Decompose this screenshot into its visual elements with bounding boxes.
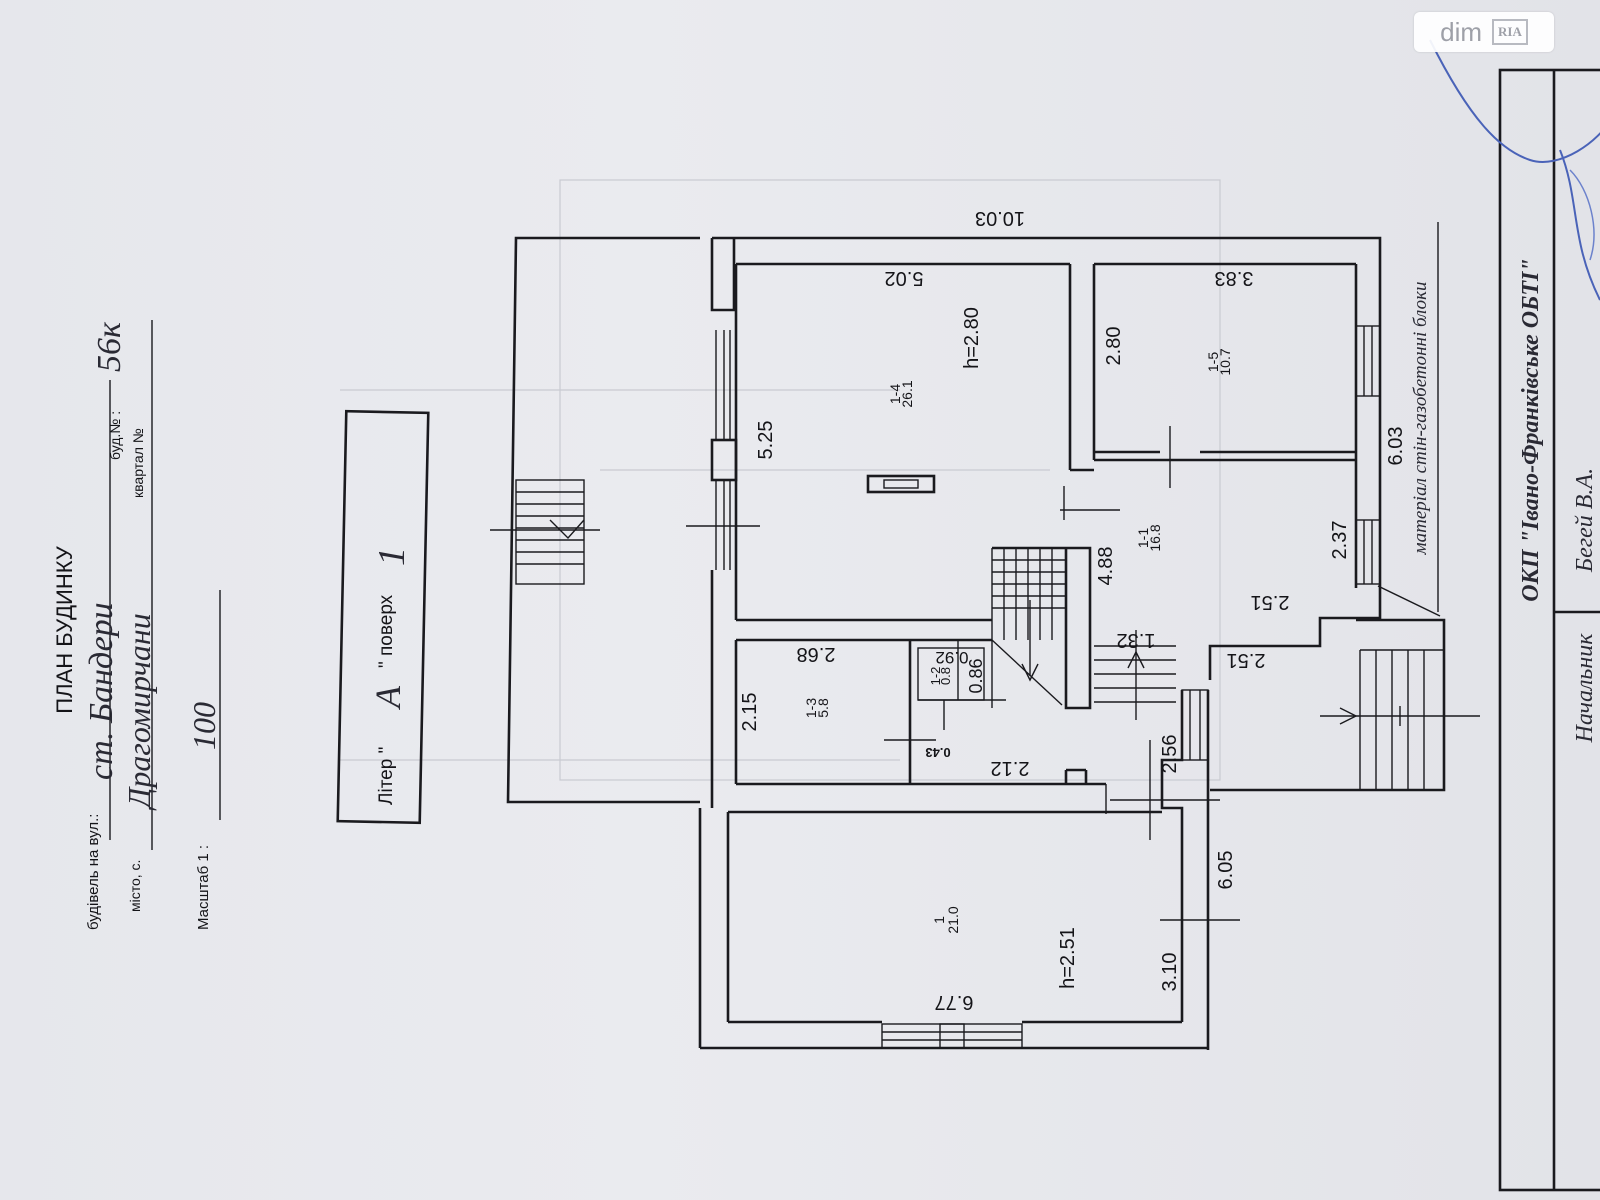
room-1-3-area: 5.8 <box>815 698 831 718</box>
dim-132: 1.32 <box>1117 629 1156 651</box>
room-1-1-id: 1-1 <box>1135 528 1151 548</box>
floor-label: " поверх <box>376 594 397 668</box>
dim-ria-watermark: dim RIA <box>1414 12 1554 52</box>
room-1-2-area: 0.8 <box>938 667 953 685</box>
dim-room11-right: 2.37 <box>1329 521 1351 560</box>
window-bottom <box>881 1023 1023 1049</box>
material-note: матеріал стін-газобетонні блоки <box>1410 222 1439 612</box>
floor-value: 1 <box>371 547 413 566</box>
dim-right-depth: 6.03 <box>1385 427 1407 466</box>
dim-251-a: 2.51 <box>1251 591 1290 613</box>
liter-label: Літер " <box>376 747 397 805</box>
windows-left <box>686 330 760 570</box>
watermark-logo: RIA <box>1492 19 1528 45</box>
street-label: будівель на вул.: <box>85 814 102 930</box>
dim-room13-height: 2.15 <box>739 693 761 732</box>
entry-stair <box>1210 618 1480 792</box>
liter-floor-box: Літер " А " поверх 1 <box>336 409 430 825</box>
outer-wall-right <box>712 236 1382 680</box>
dim-092: 0.92 <box>935 648 968 667</box>
windows-right <box>1355 325 1381 585</box>
dim-room14-height: 5.25 <box>755 421 777 460</box>
room-1-height: h=2.51 <box>1057 927 1079 989</box>
title-block: ОКП "Івано-Франківське ОБТІ" Начальник Б… <box>1429 39 1600 1192</box>
chimney <box>866 474 936 494</box>
dim-256: 2.56 <box>1159 735 1181 774</box>
dim-room15-width: 3.83 <box>1215 267 1254 289</box>
dim-251-b: 2.51 <box>1227 649 1266 671</box>
quarter-label: квартал № <box>130 428 146 498</box>
room-1-2-id: 1-2 <box>928 667 943 686</box>
signature-stamp <box>1429 39 1600 301</box>
plan-title: ПЛАН БУДИНКУ <box>52 545 77 714</box>
dim-605: 6.05 <box>1215 851 1237 890</box>
dim-212: 2.12 <box>991 757 1030 779</box>
building-no-label: буд.№ : <box>107 411 123 460</box>
print-through-lines <box>340 179 1221 781</box>
city-value: Драгомирчани <box>121 613 157 811</box>
liter-value: А <box>368 685 408 710</box>
dim-677: 6.77 <box>935 991 974 1013</box>
pier-1 <box>710 438 738 482</box>
dim-room14-width: 5.02 <box>885 267 924 289</box>
scale-label: Масштаб 1 : <box>195 845 212 930</box>
dim-310: 3.10 <box>1159 953 1181 992</box>
street-value: ст. Бандери <box>83 602 120 780</box>
dim-086: 0.86 <box>966 658 986 693</box>
terrace-outline <box>506 236 700 804</box>
head-label: Начальник <box>1572 633 1598 744</box>
floor-plan <box>490 236 1480 1050</box>
room-labels: 1-4 26.1 h=2.80 1-5 10.7 1-1 16.8 1-3 5.… <box>803 307 1233 989</box>
terrace-stair <box>490 479 600 585</box>
room-1-id: 1 <box>931 916 947 924</box>
dim-room11-left: 4.88 <box>1095 547 1117 586</box>
city-label: місто, с. <box>127 860 143 912</box>
dimension-labels: 10.03 5.02 3.83 5.25 2.80 6.03 4.88 2.37… <box>739 207 1407 1013</box>
room-1-4-area: 26.1 <box>899 380 915 407</box>
building-no-value: 56к <box>91 321 128 372</box>
watermark-text: dim <box>1440 16 1483 47</box>
dim-room13-width: 2.68 <box>797 643 836 665</box>
dim-width-total: 10.03 <box>975 207 1025 229</box>
material-note-text: матеріал стін-газобетонні блоки <box>1410 282 1431 556</box>
dim-043: 0.43 <box>925 745 950 760</box>
room-1-5-id: 1-5 <box>1205 352 1221 372</box>
room-1-4-height: h=2.80 <box>961 307 983 369</box>
scale-value: 100 <box>186 702 222 750</box>
room-1-1-area: 16.8 <box>1147 524 1163 551</box>
central-stair <box>991 546 1176 720</box>
organization-name: ОКП "Івано-Франківське ОБТІ" <box>1518 258 1544 601</box>
room-1-4-id: 1-4 <box>887 384 903 404</box>
dim-room15-left: 2.80 <box>1103 327 1125 366</box>
room-1-3-id: 1-3 <box>803 698 819 718</box>
head-name: Бегей В.А. <box>1572 468 1598 573</box>
room-1-5-area: 10.7 <box>1217 348 1233 375</box>
room-1-area: 21.0 <box>945 906 961 933</box>
